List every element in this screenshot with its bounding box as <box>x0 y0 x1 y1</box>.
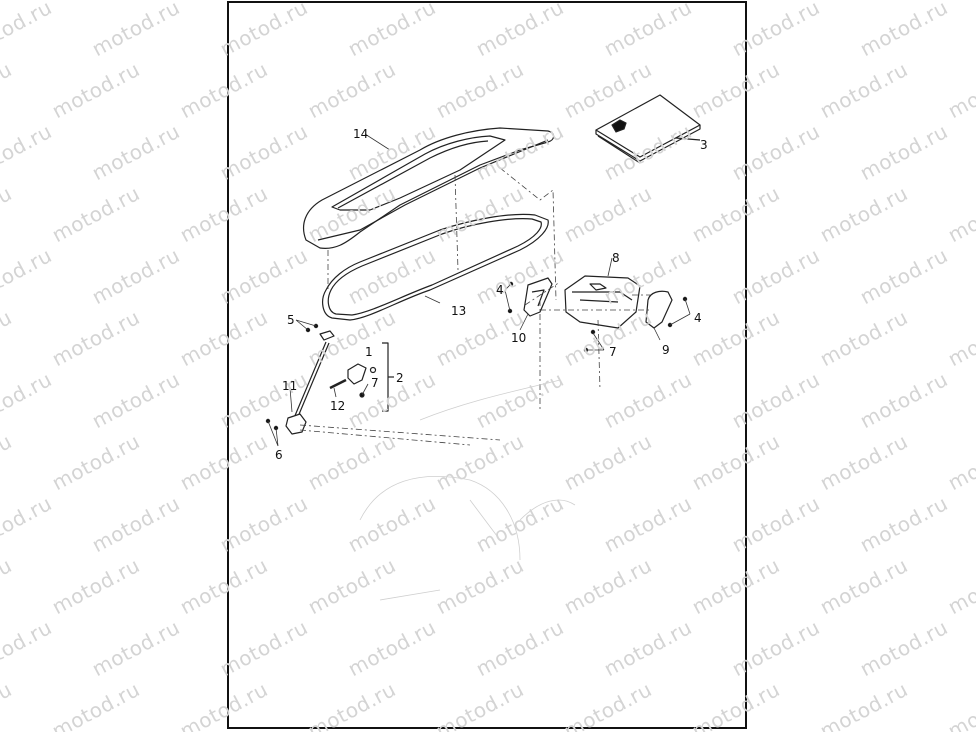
callout-8: 8 <box>612 251 620 265</box>
callout-14: 14 <box>353 127 369 141</box>
callout-4-right: 4 <box>694 311 702 325</box>
callout-4-left: 4 <box>496 283 504 297</box>
hinge-cover-right-part <box>645 290 673 329</box>
callout-11: 11 <box>282 379 298 393</box>
callout-7-hinge: 7 <box>371 376 379 390</box>
callout-5: 5 <box>287 313 295 327</box>
support-rod-part <box>285 330 335 435</box>
callout-2: 2 <box>396 371 404 385</box>
hinge-part <box>329 342 394 412</box>
callout-3: 3 <box>700 138 708 152</box>
callout-9: 9 <box>662 343 670 357</box>
lid-part <box>302 127 555 249</box>
latch-bracket-part <box>564 275 641 329</box>
manual-part <box>595 94 701 164</box>
seal-part <box>322 213 549 321</box>
callout-12: 12 <box>330 399 346 413</box>
callout-13: 13 <box>451 304 467 318</box>
callout-1: 1 <box>365 345 373 359</box>
hinge-cover-left-part <box>523 277 553 317</box>
callout-6: 6 <box>275 448 283 462</box>
callout-10: 10 <box>511 331 527 345</box>
callout-7-bracket: 7 <box>609 345 617 359</box>
